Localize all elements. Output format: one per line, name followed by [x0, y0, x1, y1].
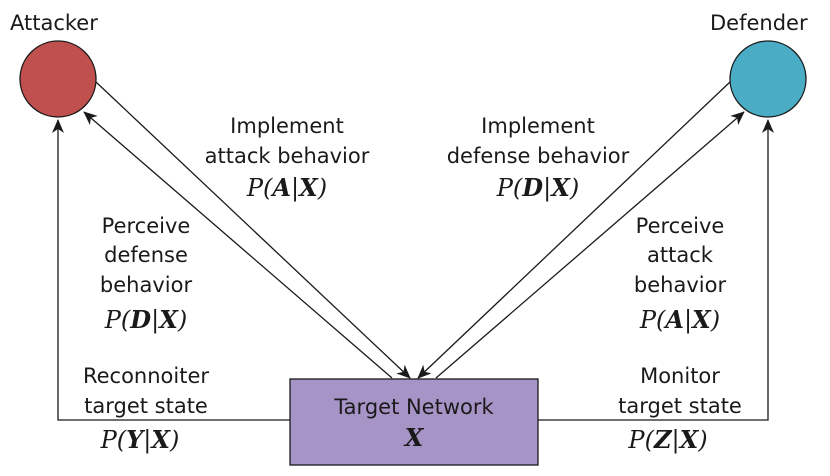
- reconnoiter-formula: P(Y|X): [100, 425, 180, 455]
- arrow-implement-attack: [95, 81, 411, 379]
- target-network-symbol: X: [403, 423, 425, 452]
- perceive-attack-line1: Perceive: [636, 214, 725, 238]
- target-network-label: Target Network: [333, 395, 494, 419]
- implement-attack-line1: Implement: [230, 114, 344, 138]
- monitor-line2: target state: [618, 394, 742, 418]
- arrow-reconnoiter: [52, 119, 290, 421]
- defender-node: [729, 40, 807, 118]
- attacker-label: Attacker: [10, 11, 98, 35]
- perceive-defense-line2: defense: [104, 243, 188, 267]
- perceive-attack-line3: behavior: [634, 273, 727, 297]
- target-network-node: [289, 378, 539, 466]
- reconnoiter-line1: Reconnoiter: [83, 364, 209, 388]
- perceive-attack-line2: attack: [647, 243, 714, 267]
- monitor-line1: Monitor: [640, 364, 720, 388]
- reconnoiter-line2: target state: [84, 394, 208, 418]
- implement-defense-line1: Implement: [481, 114, 595, 138]
- arrow-monitor: [538, 119, 774, 421]
- perceive-defense-line1: Perceive: [102, 214, 191, 238]
- arrow-implement-defense: [417, 81, 731, 379]
- implement-defense-formula: P(D|X): [496, 173, 579, 203]
- perceive-defense-formula: P(D|X): [104, 305, 187, 335]
- defender-label: Defender: [710, 11, 808, 35]
- implement-defense-line2: defense behavior: [447, 144, 630, 168]
- attacker-node: [19, 40, 97, 118]
- arrow-perceive-attack: [435, 111, 745, 379]
- arrow-perceive-defense: [83, 111, 393, 379]
- perceive-defense-line3: behavior: [100, 273, 193, 297]
- implement-attack-line2: attack behavior: [205, 144, 370, 168]
- monitor-formula: P(Z|X): [627, 425, 707, 455]
- perceive-attack-formula: P(A|X): [639, 305, 720, 335]
- implement-attack-formula: P(A|X): [246, 173, 327, 203]
